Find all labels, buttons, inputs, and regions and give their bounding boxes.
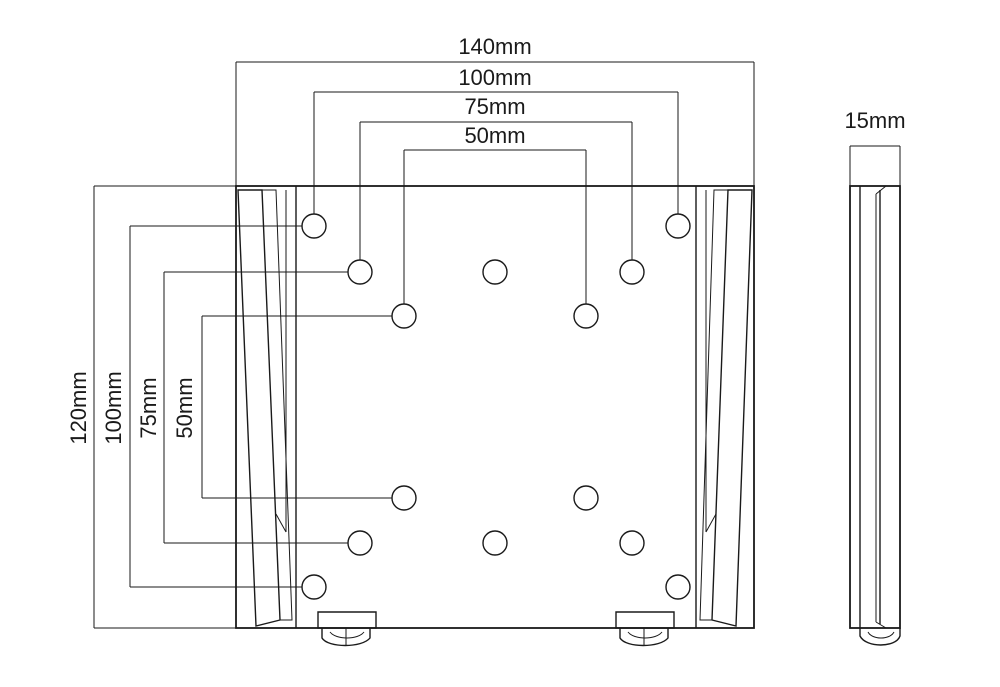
dim-label-50: 50mm bbox=[464, 123, 525, 148]
front-view bbox=[235, 185, 755, 647]
hole-50-br bbox=[573, 485, 599, 511]
dim-label-100: 100mm bbox=[458, 65, 531, 90]
dim-label-depth-15: 15mm bbox=[844, 108, 905, 133]
hole-75-tr bbox=[619, 259, 645, 285]
hole-75-br bbox=[619, 530, 645, 556]
mounting-holes bbox=[301, 213, 691, 600]
hole-50-tl bbox=[391, 303, 417, 329]
dim-label-140: 140mm bbox=[458, 34, 531, 59]
hole-100-br bbox=[665, 574, 691, 600]
bottom-clip-left bbox=[317, 611, 377, 647]
hole-75-tl bbox=[347, 259, 373, 285]
hole-50-bl bbox=[391, 485, 417, 511]
dim-label-height-75: 75mm bbox=[136, 377, 161, 438]
right-bracket bbox=[699, 189, 753, 627]
dim-label-height-120: 120mm bbox=[66, 371, 91, 444]
left-bracket bbox=[237, 189, 293, 627]
side-outline bbox=[849, 185, 901, 629]
hole-center-top bbox=[482, 259, 508, 285]
hole-100-tr bbox=[665, 213, 691, 239]
vertical-dimensions: 120mm 100mm 75mm 50mm bbox=[66, 185, 392, 629]
hole-100-tl bbox=[301, 213, 327, 239]
hole-75-bl bbox=[347, 530, 373, 556]
dim-label-height-100: 100mm bbox=[101, 371, 126, 444]
dim-label-75: 75mm bbox=[464, 94, 525, 119]
plate-outline bbox=[235, 185, 755, 629]
horizontal-dimensions: 140mm 100mm 75mm 50mm bbox=[235, 34, 755, 304]
bottom-clip-right bbox=[615, 611, 675, 647]
hole-100-bl bbox=[301, 574, 327, 600]
hole-center-bottom bbox=[482, 530, 508, 556]
hole-50-tr bbox=[573, 303, 599, 329]
dim-label-height-50: 50mm bbox=[172, 377, 197, 438]
side-view: 15mm bbox=[844, 108, 906, 646]
